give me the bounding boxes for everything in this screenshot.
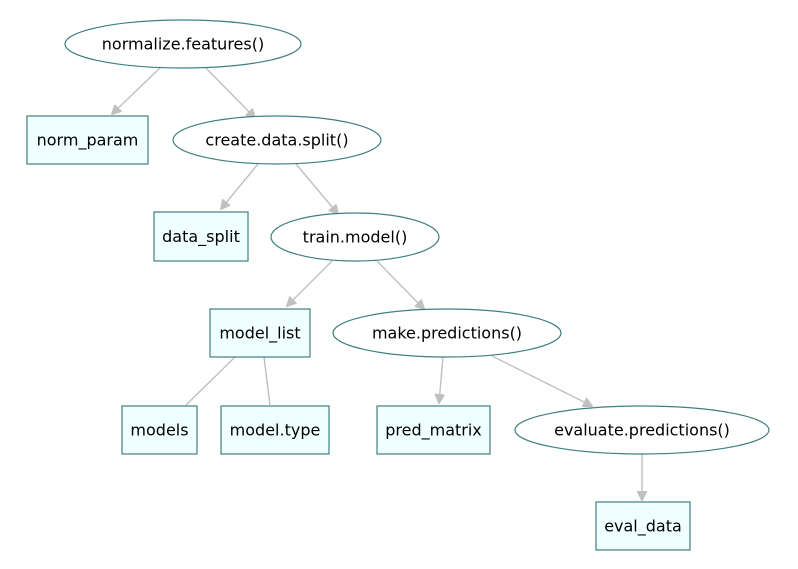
edge-model-list-to-model-type <box>263 356 271 406</box>
node-label: norm_param <box>37 131 139 151</box>
node-label: make.predictions() <box>372 324 522 343</box>
edge-normalize-to-create-split <box>205 67 255 118</box>
node-label: normalize.features() <box>102 35 264 54</box>
node-label: create.data.split() <box>205 131 348 150</box>
edges <box>112 67 642 500</box>
node-label: models <box>130 421 188 440</box>
node-create-data-split[interactable]: create.data.split() <box>172 115 382 165</box>
edge-model-list-to-models <box>185 356 236 406</box>
node-label: pred_matrix <box>385 421 482 441</box>
edge-create-split-to-data-split <box>221 163 259 209</box>
node-model-type[interactable]: model.type <box>220 405 330 455</box>
nodes: normalize.features() norm_param create.d… <box>26 19 770 551</box>
node-label: eval_data <box>604 517 682 537</box>
node-models[interactable]: models <box>121 405 198 455</box>
node-model-list[interactable]: model_list <box>209 308 311 358</box>
node-make-predictions[interactable]: make.predictions() <box>332 308 562 358</box>
node-label: model.type <box>230 421 321 440</box>
edge-create-split-to-train-model <box>295 163 338 214</box>
node-label: train.model() <box>303 228 408 247</box>
edge-train-model-to-model-list <box>287 260 333 306</box>
edge-make-predictions-to-pred-matrix <box>439 355 443 403</box>
node-label: evaluate.predictions() <box>554 421 730 440</box>
node-data-split[interactable]: data_split <box>153 211 249 262</box>
node-pred-matrix[interactable]: pred_matrix <box>376 405 491 455</box>
node-normalize-features[interactable]: normalize.features() <box>64 19 302 69</box>
node-label: data_split <box>162 227 240 247</box>
edge-normalize-to-norm-param <box>112 67 161 114</box>
node-train-model[interactable]: train.model() <box>270 212 440 262</box>
edge-train-model-to-make-predictions <box>376 260 424 309</box>
node-evaluate-predictions[interactable]: evaluate.predictions() <box>514 405 770 455</box>
edge-make-predictions-to-evaluate <box>491 355 592 406</box>
node-eval-data[interactable]: eval_data <box>595 501 691 551</box>
node-norm-param[interactable]: norm_param <box>26 115 149 165</box>
node-label: model_list <box>219 324 300 344</box>
